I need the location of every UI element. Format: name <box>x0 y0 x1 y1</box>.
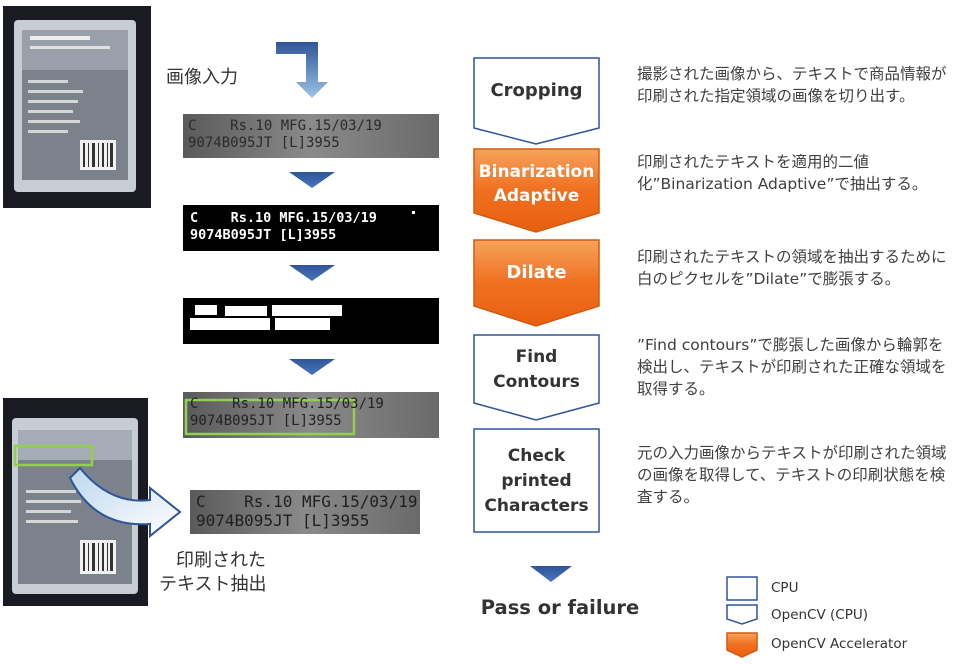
legend-cpu-label: CPU <box>771 580 799 596</box>
legend-cpu-icon <box>726 576 758 601</box>
step-check-characters-shape <box>473 428 600 533</box>
strip-binarized-line1: C Rs.10 MFG.15/03/19 <box>190 210 377 226</box>
image-input-label: 画像入力 <box>166 67 238 88</box>
step-find-contours-shape <box>473 334 600 421</box>
step-check-characters-label: Check printed Characters <box>474 444 599 519</box>
step-check-characters-label-line1: Check <box>507 446 566 466</box>
down-arrow-2 <box>289 265 335 281</box>
extraction-curved-arrow <box>68 466 182 539</box>
step-check-characters-label-line3: Characters <box>484 496 589 516</box>
strip-binarized <box>183 205 439 251</box>
step-binarization-shape <box>473 148 600 233</box>
step-find-contours-label: Find Contours <box>474 345 599 395</box>
step-binarization-label: Binarization Adaptive <box>474 160 599 208</box>
result-label: Pass or failure <box>480 596 640 619</box>
contour-highlight-box <box>184 398 356 436</box>
step-dilate-shape <box>473 239 600 327</box>
product-photo-top <box>3 6 151 208</box>
step-cropping-shape <box>473 57 600 145</box>
step-check-characters-description: 元の入力画像からテキストが印刷された領域の画像を取得して、テキストの印刷状態を検… <box>637 444 947 506</box>
legend-opencv-cpu-label: OpenCV (CPU) <box>771 607 868 623</box>
strip-original-text: C Rs.10 MFG.15/03/19 9074B095JT [L]3955 <box>188 118 382 152</box>
step-binarization-description: 印刷されたテキストを適用的二値化”Binarization Adaptive”で… <box>637 153 928 193</box>
strip-binarized-line2: 9074B095JT [L]3955 <box>190 227 337 243</box>
result-down-arrow <box>530 566 572 582</box>
strip-extracted-line1: C Rs.10 MFG.15/03/19 <box>196 492 418 511</box>
strip-contours-line2: 9074B095JT [L]3955 <box>190 413 342 429</box>
strip-extracted-line2: 9074B095JT [L]3955 <box>196 511 370 530</box>
strip-extracted <box>190 490 420 534</box>
input-bent-arrow <box>276 42 328 98</box>
strip-contours <box>183 392 439 438</box>
step-find-contours-description: ”Find contours”で膨張した画像から輪郭を検出し、テキストが印刷され… <box>637 336 947 398</box>
strip-extracted-text: C Rs.10 MFG.15/03/19 9074B095JT [L]3955 <box>196 492 418 530</box>
step-dilate-description: 印刷されたテキストの領域を抽出するために白のピクセルを”Dilate”で膨張する… <box>637 248 947 288</box>
strip-contours-text: C Rs.10 MFG.15/03/19 9074B095JT [L]3955 <box>190 396 384 430</box>
strip-binarized-text: C Rs.10 MFG.15/03/19 9074B095JT [L]3955 <box>190 210 377 244</box>
step-cropping-description: 撮影された画像から、テキストで商品情報が印刷された指定領域の画像を切り出す。 <box>637 65 947 105</box>
down-arrow-3 <box>289 359 335 375</box>
strip-original <box>183 114 439 158</box>
step-find-contours-label-line1: Find <box>515 347 558 367</box>
extracted-text-label-line2: テキスト抽出 <box>159 574 267 595</box>
legend-opencv-accelerator-icon <box>726 632 758 658</box>
step-binarization-label-line1: Binarization <box>478 162 595 182</box>
strip-dilated <box>183 298 439 344</box>
legend-opencv-cpu-icon <box>726 604 758 625</box>
step-dilate-label: Dilate <box>506 262 567 283</box>
step-binarization-label-line2: Adaptive <box>493 186 580 206</box>
extracted-text-label-line1: 印刷された <box>176 550 266 571</box>
strip-original-line1: C Rs.10 MFG.15/03/19 <box>188 118 382 134</box>
step-find-contours-label-line2: Contours <box>493 372 580 392</box>
strip-contours-line1: C Rs.10 MFG.15/03/19 <box>190 396 384 412</box>
legend-opencv-accelerator-label: OpenCV Accelerator <box>771 636 908 652</box>
step-cropping-label: Cropping <box>490 80 583 101</box>
step-check-characters-label-line2: printed <box>501 471 572 491</box>
down-arrow-1 <box>289 172 335 188</box>
strip-original-line2: 9074B095JT [L]3955 <box>188 135 340 151</box>
crop-highlight-box <box>13 444 94 467</box>
